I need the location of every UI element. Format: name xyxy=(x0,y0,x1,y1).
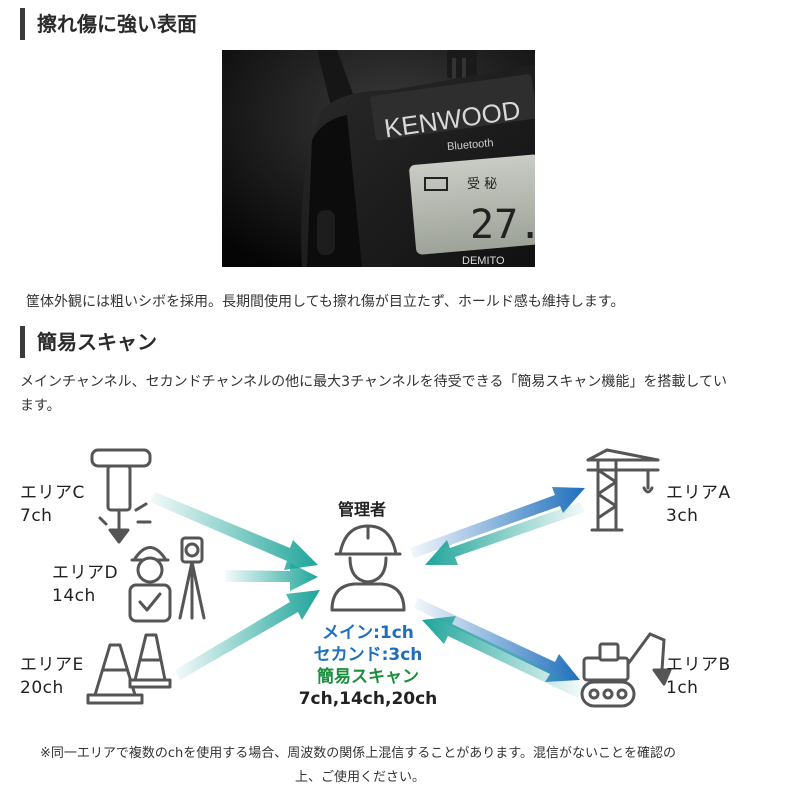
arrow-b-to-manager xyxy=(422,616,582,698)
area-c-ch: 7ch xyxy=(20,506,53,526)
area-d-ch: 14ch xyxy=(52,586,96,606)
area-a-name: エリアA xyxy=(666,483,731,503)
scan-main-ch: メイン:1ch xyxy=(322,623,414,643)
scan-description: メインチャンネル、セカンドチャンネルの他に最大3チャンネルを待受できる「簡易スキ… xyxy=(20,374,727,414)
area-c-label: エリアC 7ch xyxy=(20,482,85,528)
section-heading-scratch-resistant: 擦れ傷に強い表面 xyxy=(20,8,197,40)
radio-illustration: KENWOOD Bluetooth 受 秘 27. DEMITO xyxy=(222,50,535,267)
excavator-icon xyxy=(580,632,672,708)
scan-info: メイン:1ch セカンド:3ch 簡易スキャン 7ch,14ch,20ch xyxy=(268,622,468,710)
area-d-label: エリアD 14ch xyxy=(52,562,118,608)
scratch-description: 筐体外観には粗いシボを採用。長期間使用しても擦れ傷が目立たず、ホールド感も維持し… xyxy=(26,294,625,310)
product-photo: KENWOOD Bluetooth 受 秘 27. DEMITO xyxy=(222,50,535,267)
area-e-label: エリアE 20ch xyxy=(20,654,84,700)
jackhammer-icon xyxy=(90,448,152,544)
area-b-ch: 1ch xyxy=(666,678,699,698)
section-heading-simple-scan: 簡易スキャン xyxy=(20,326,157,358)
area-b-label: エリアB 1ch xyxy=(666,654,731,700)
area-a-label: エリアA 3ch xyxy=(666,482,731,528)
footnote-line1: ※同一エリアで複数のchを使用する場合、周波数の関係上混信することがあります。混… xyxy=(40,746,676,761)
area-c-name: エリアC xyxy=(20,483,85,503)
scan-title: 簡易スキャン xyxy=(317,667,419,687)
area-d-name: エリアD xyxy=(52,563,119,583)
scan-second-ch: セカンド:3ch xyxy=(313,645,423,665)
footnote: ※同一エリアで複数のchを使用する場合、周波数の関係上混信することがあります。混… xyxy=(40,742,770,790)
manager-icon xyxy=(330,524,406,612)
diagram-graphics xyxy=(86,448,672,708)
lcd-chars: 受 秘 xyxy=(467,177,497,192)
arrow-manager-to-b xyxy=(414,598,580,682)
area-e-name: エリアE xyxy=(20,655,84,675)
area-e-ch: 20ch xyxy=(20,678,64,698)
arrow-e-to-manager xyxy=(175,590,320,680)
arrow-manager-to-a xyxy=(410,487,585,558)
manager-label: 管理者 xyxy=(338,500,387,519)
model-text: DEMITO xyxy=(462,255,505,267)
scan-diagram: エリアC 7ch エリアD 14ch エリアE 20ch エリアA 3ch エリ… xyxy=(0,430,800,740)
lcd-digits: 27. xyxy=(470,202,535,248)
arrow-c-to-manager xyxy=(150,492,318,570)
area-a-ch: 3ch xyxy=(666,506,699,526)
traffic-cone-icon xyxy=(86,633,172,705)
scan-channels: 7ch,14ch,20ch xyxy=(298,689,438,709)
footnote-line2: 上、ご使用ください。 xyxy=(294,770,425,785)
arrow-a-to-manager xyxy=(425,502,585,565)
bluetooth-text: Bluetooth xyxy=(447,137,494,153)
crane-icon xyxy=(586,448,660,532)
arrow-d-to-manager xyxy=(225,563,318,591)
surveyor-icon xyxy=(128,536,206,623)
area-b-name: エリアB xyxy=(666,655,731,675)
